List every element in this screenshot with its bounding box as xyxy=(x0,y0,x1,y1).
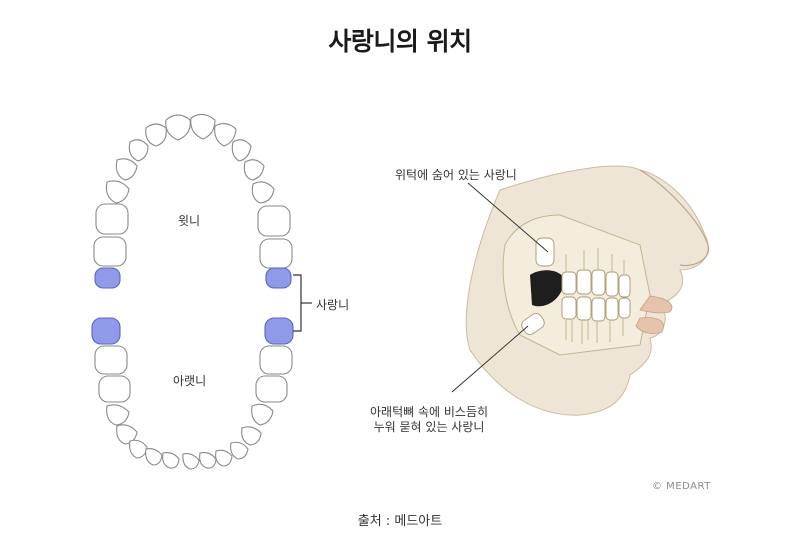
lower-impacted-wisdom-tooth xyxy=(521,313,545,335)
image-credit: © MEDART xyxy=(652,481,711,492)
upper-hidden-wisdom-tooth xyxy=(535,237,555,267)
lower-right-wisdom-tooth xyxy=(264,317,294,345)
dental-arch xyxy=(91,113,294,470)
lower-teeth-label: 아랫니 xyxy=(173,374,207,388)
upper-left-wisdom-tooth xyxy=(94,267,121,289)
page-title: 사랑니의 위치 xyxy=(328,27,472,56)
lower-callout-line1: 아래턱뼈 속에 비스듬히 xyxy=(370,405,489,419)
lower-wisdom-callout: 아래턱뼈 속에 비스듬히 누워 묻혀 있는 사랑니 xyxy=(370,405,488,435)
upper-wisdom-callout: 위턱에 숨어 있는 사랑니 xyxy=(395,168,517,182)
wisdom-tooth-bracket xyxy=(293,274,312,332)
lower-callout-line2: 누워 묻혀 있는 사랑니 xyxy=(373,420,485,434)
lower-callout-line xyxy=(451,325,529,393)
lower-left-wisdom-tooth xyxy=(91,317,121,345)
source-caption: 출처 : 메드아트 xyxy=(357,514,443,529)
wisdom-tooth-label: 사랑니 xyxy=(316,298,350,312)
upper-teeth-label: 윗니 xyxy=(178,214,201,228)
jaw-side-view xyxy=(451,165,710,416)
lower-teeth xyxy=(91,317,294,470)
upper-teeth xyxy=(93,113,293,289)
upper-right-wisdom-tooth xyxy=(265,267,292,289)
upper-callout-line xyxy=(467,182,549,253)
